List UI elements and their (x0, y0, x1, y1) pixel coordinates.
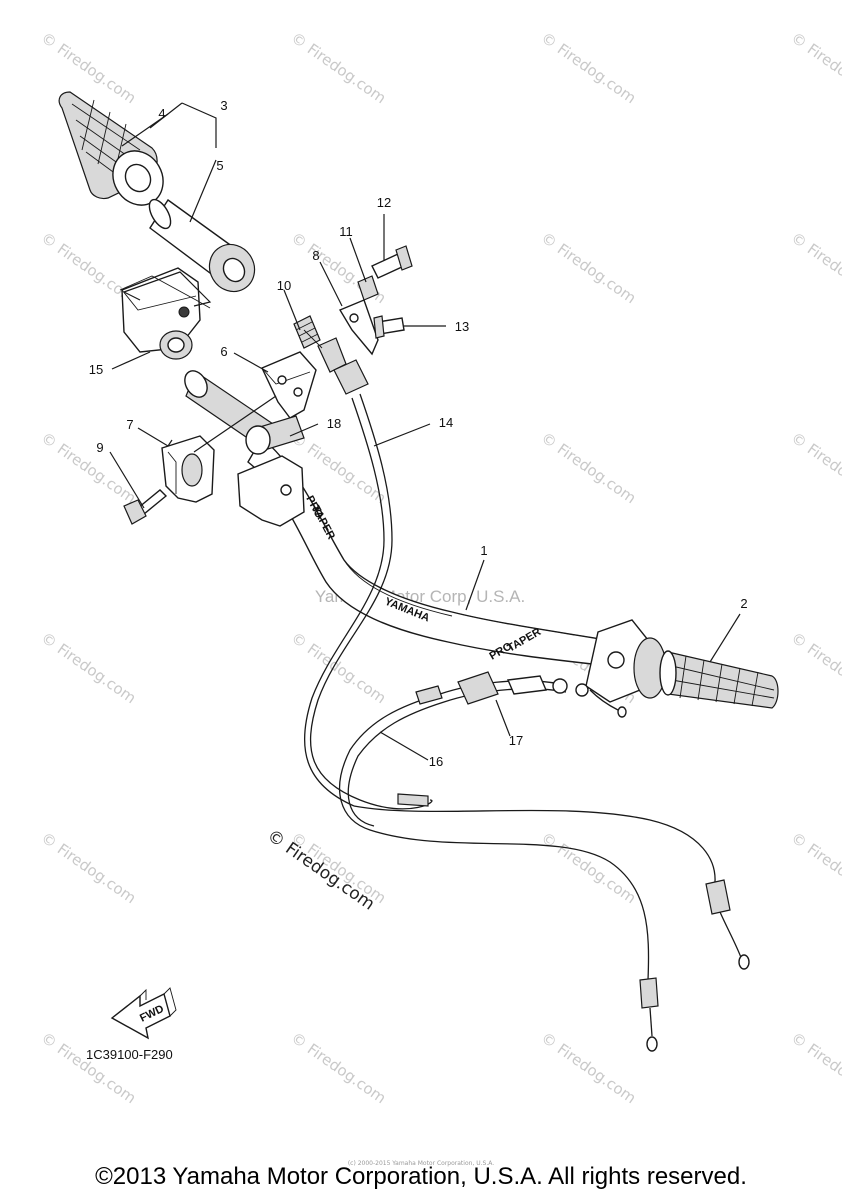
bolt-9 (123, 489, 168, 525)
watermark-tile: © Firedog.com (788, 29, 842, 108)
watermark-tile: © Firedog.com (538, 829, 640, 908)
clutch-cable (338, 680, 659, 1052)
watermark-tile: © Firedog.com (38, 29, 140, 108)
watermark-tile: © Firedog.com (38, 829, 140, 908)
watermark-tile: © Firedog.com (788, 1029, 842, 1108)
watermark-tile: © Firedog.com (288, 1029, 390, 1108)
nut-11 (357, 275, 379, 301)
screw-12 (371, 245, 413, 279)
callout-13: 13 (455, 319, 469, 334)
watermark-tile: © Firedog.com (788, 629, 842, 708)
leader-lines (109, 102, 741, 761)
callout-8: 8 (312, 248, 319, 263)
lever-holder (261, 351, 317, 419)
watermark-tile: © Firedog.com (538, 229, 640, 308)
handlebar: TAPER PRO YAMAHA PRO TAPER (247, 436, 619, 667)
callout-15: 15 (89, 362, 103, 377)
callout-7: 7 (126, 417, 133, 432)
fwd-arrow: FWD (110, 987, 177, 1040)
firedog-overlay-watermark: © Firedog.com (263, 826, 378, 915)
callout-1: 1 (480, 543, 487, 558)
watermark-tile: © Firedog.com (38, 429, 140, 508)
watermark-tile: © Firedog.com (538, 29, 640, 108)
callout-4: 4 (158, 106, 165, 121)
callout-5: 5 (216, 158, 223, 173)
callout-17: 17 (509, 733, 523, 748)
tiny-copyright-note: (c) 2000-2015 Yamaha Motor Corporation, … (347, 1160, 495, 1167)
footer-copyright: ©2013 Yamaha Motor Corporation, U.S.A. A… (95, 1163, 747, 1190)
watermark-tile: © Firedog.com (38, 629, 140, 708)
callout-2: 2 (740, 596, 747, 611)
left-grip (58, 91, 164, 206)
watermark-tile: © Firedog.com (788, 429, 842, 508)
callout-18: 18 (327, 416, 341, 431)
watermark-tile: © Firedog.com (788, 229, 842, 308)
cable-adjuster-bracket (338, 299, 379, 356)
callout-10: 10 (277, 278, 291, 293)
watermark-tile: © Firedog.com (538, 429, 640, 508)
callout-numbers: 1 2 3 4 5 6 7 8 9 10 11 12 13 14 15 16 1… (89, 98, 748, 769)
watermark-tile: © Firedog.com (788, 829, 842, 908)
grip-clamp (161, 435, 215, 503)
spring-10 (293, 315, 321, 349)
watermark-tile: © Firedog.com (288, 629, 390, 708)
brake-master-cylinder (237, 415, 305, 527)
clutch-perch (585, 619, 667, 703)
right-grip (659, 650, 779, 709)
callout-9: 9 (96, 440, 103, 455)
callout-6: 6 (220, 344, 227, 359)
callout-12: 12 (377, 195, 391, 210)
hot-start-lever (457, 671, 627, 718)
callout-11: 11 (339, 224, 353, 239)
watermark-tile: © Firedog.com (38, 1029, 140, 1108)
throttle-tube (148, 198, 256, 293)
screw-13 (373, 315, 405, 339)
callout-14: 14 (439, 415, 453, 430)
diagram-code: 1C39100-F290 (86, 1047, 173, 1062)
throttle-housing (119, 267, 211, 360)
callout-16: 16 (429, 754, 443, 769)
throttle-cable (303, 359, 750, 970)
watermark-tile: © Firedog.com (538, 1029, 640, 1108)
callout-3: 3 (220, 98, 227, 113)
watermark-tile: © Firedog.com (288, 29, 390, 108)
